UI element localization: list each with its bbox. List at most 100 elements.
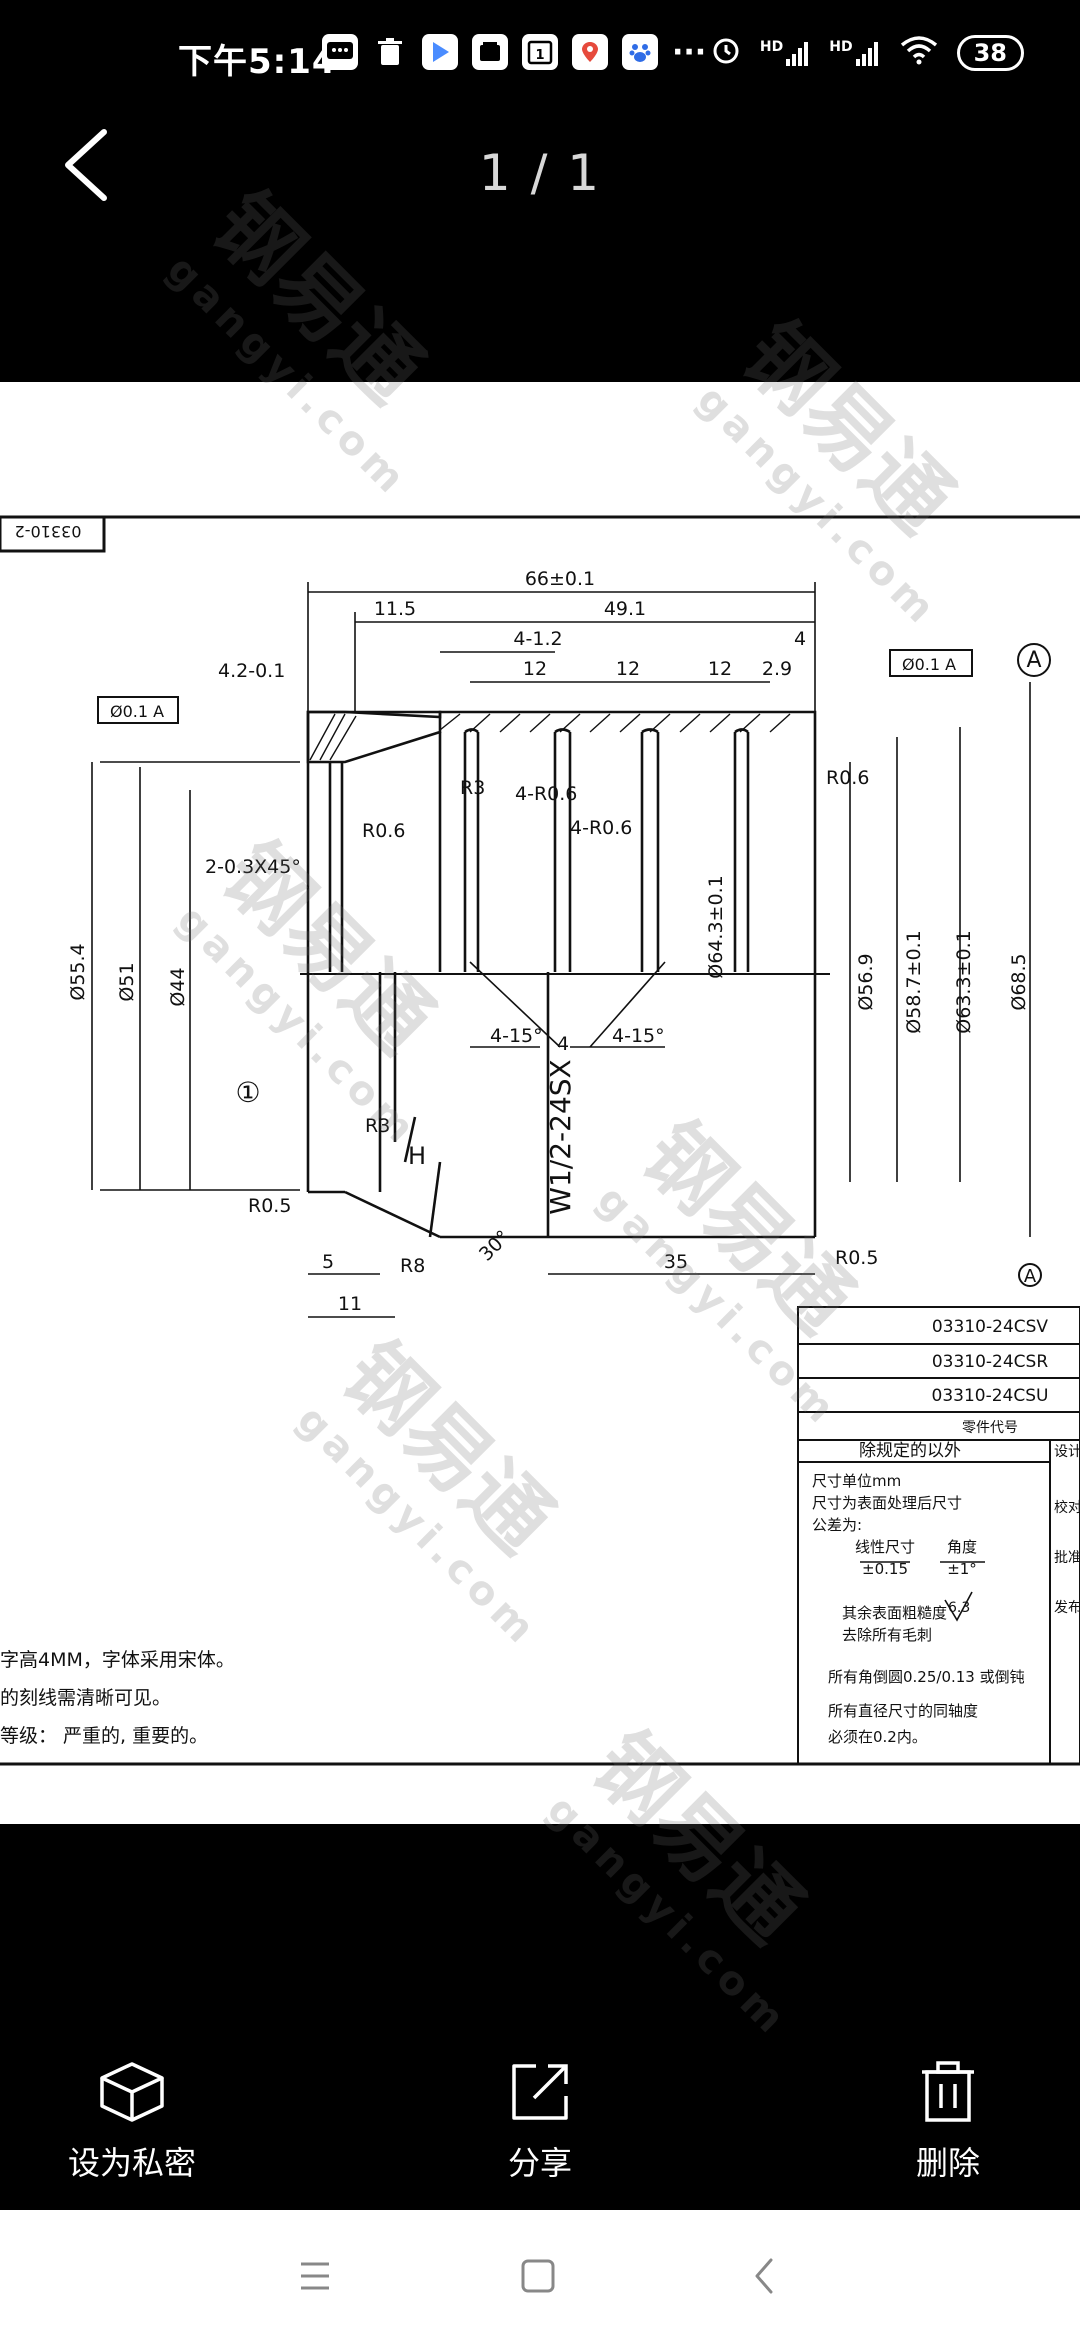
trash-icon (922, 2061, 974, 2122)
dim-d51: Ø51 (116, 962, 138, 1001)
network-label-2: HD (829, 39, 853, 55)
more-icon: ··· (672, 34, 707, 70)
callout-circle-1: ① (235, 1076, 260, 1109)
set-private-button[interactable]: 设为私密 (22, 2060, 242, 2184)
side-cell-4: 发布 (1054, 1600, 1080, 1616)
gdt-frame-left: Ø0.1 A (110, 702, 164, 721)
dim-angle-right: 4-15° (612, 1025, 665, 1047)
part-code-3: 03310-24CSU (932, 1386, 1049, 1406)
wifi-icon (899, 35, 939, 71)
trash-icon (372, 34, 408, 70)
dim-5: 5 (322, 1251, 334, 1273)
dim-4-r0-6a: 4-R0.6 (515, 783, 577, 805)
angle-label: 角度 (947, 1538, 977, 1556)
dim-4: 4 (794, 628, 806, 650)
angle-value: ±1° (947, 1560, 977, 1578)
calendar-icon: 1 (522, 34, 558, 70)
dim-11: 11 (338, 1293, 362, 1315)
part-code-2: 03310-24CSR (932, 1352, 1049, 1372)
chamfer-note: 所有角倒圆0.25/0.13 或倒钝 (828, 1668, 1025, 1686)
dim-r0-5-right: R0.5 (835, 1247, 878, 1269)
dim-h-label: H (408, 1142, 426, 1170)
box-icon (100, 2062, 164, 2122)
back-button[interactable] (52, 120, 122, 210)
dim-11-5: 11.5 (374, 598, 416, 620)
delete-button[interactable]: 删除 (838, 2060, 1058, 2184)
dim-d56: Ø56.9 (855, 953, 877, 1010)
menu-icon (301, 2262, 329, 2290)
viewer-header: 1 / 1 (0, 100, 1080, 280)
datum-a-top: A (1026, 648, 1041, 673)
dim-center-4: 4 (557, 1033, 569, 1055)
dim-groove-4-1-2: 4-1.2 (513, 628, 562, 650)
dim-2-9: 2.9 (762, 658, 792, 680)
battery-indicator: 38 (956, 35, 1024, 71)
dim-r3-lower: R3 (365, 1115, 390, 1137)
signal-icon: HD (829, 39, 880, 67)
share-icon (512, 2064, 568, 2120)
tolerance-line: 公差为: (812, 1516, 862, 1534)
gdt-frame-right: Ø0.1 A (902, 655, 956, 674)
dim-thread: W1/2-24SX (544, 1059, 577, 1214)
dim-d68: Ø68.5 (1008, 953, 1030, 1010)
side-cell-1: 设计 (1054, 1444, 1080, 1460)
network-label-1: HD (759, 39, 784, 55)
dim-pitch-12c: 12 (708, 658, 732, 680)
note-3: 等级： 严重的, 重要的。 (0, 1725, 208, 1747)
set-private-label: 设为私密 (67, 2144, 196, 2182)
dim-chamfer-4-2: 4.2-0.1 (218, 660, 285, 682)
dim-r3: R3 (460, 777, 485, 799)
map-icon (572, 34, 608, 70)
bottom-action-bar: 设为私密 分享 删除 (0, 2040, 1080, 2220)
chat-icon (322, 34, 358, 70)
dim-d55: Ø55.4 (67, 943, 89, 1000)
status-bar: 下午5:14 1 ··· HD HD (0, 0, 1080, 120)
nav-back-button[interactable] (735, 2250, 795, 2302)
dim-d64: Ø64.3±0.1 (705, 875, 727, 978)
play-icon (422, 34, 458, 70)
note-2: 的刻线需清晰可见。 (0, 1687, 171, 1709)
part-code-1: 03310-24CSV (932, 1317, 1049, 1337)
dim-35: 35 (664, 1251, 688, 1273)
dim-angle-30: 30° (475, 1226, 514, 1265)
baidu-icon (622, 34, 658, 70)
chevron-left-icon (65, 129, 107, 201)
side-cell-2: 校对 (1054, 1499, 1080, 1516)
system-nav-bar (0, 2210, 1080, 2340)
home-button[interactable] (508, 2250, 568, 2302)
dim-r0-6-right: R0.6 (826, 767, 869, 789)
unless-noted: 除规定的以外 (859, 1441, 961, 1461)
dim-r0-5-left: R0.5 (248, 1195, 291, 1217)
coaxial-line-1: 所有直径尺寸的同轴度 (828, 1702, 978, 1720)
unit-line: 尺寸单位mm (812, 1472, 901, 1490)
dim-overall-length: 66±0.1 (525, 568, 595, 590)
watermark-url: gangyi.com (537, 1786, 798, 2046)
linear-label: 线性尺寸 (855, 1538, 915, 1556)
delete-label: 删除 (915, 2144, 980, 2182)
coaxial-line-2: 必须在0.2内。 (828, 1728, 927, 1746)
dim-pitch-12a: 12 (523, 658, 547, 680)
mi-icon (472, 34, 508, 70)
dim-49-1: 49.1 (604, 598, 646, 620)
dim-d58: Ø58.7±0.1 (903, 930, 925, 1033)
dim-d44: Ø44 (167, 967, 189, 1006)
back-icon (755, 2258, 773, 2294)
page-counter: 1 / 1 (478, 144, 602, 202)
menu-button[interactable] (285, 2250, 345, 2302)
dim-4-r0-6b: 4-R0.6 (570, 817, 632, 839)
alarm-icon (710, 34, 742, 72)
image-viewer[interactable]: 03310-2 (0, 382, 1080, 1824)
surface-line: 尺寸为表面处理后尺寸 (812, 1494, 962, 1512)
dim-chamfer-2: 2-0.3X45° (205, 856, 301, 878)
dim-pitch-12b: 12 (616, 658, 640, 680)
home-icon (521, 2259, 555, 2293)
note-1: 字高4MM，字体采用宋体。 (0, 1649, 235, 1671)
status-system-icons: HD HD 38 (710, 34, 1024, 72)
part-code-header: 零件代号 (962, 1420, 1018, 1436)
dim-r0-6-left: R0.6 (362, 820, 405, 842)
doc-number-tab: 03310-2 (15, 522, 82, 541)
roughness-line-1: 其余表面粗糙度 (842, 1604, 947, 1622)
datum-a-bottom: A (1024, 1266, 1037, 1287)
side-cell-3: 批准 (1054, 1550, 1080, 1566)
share-button[interactable]: 分享 (430, 2060, 650, 2184)
